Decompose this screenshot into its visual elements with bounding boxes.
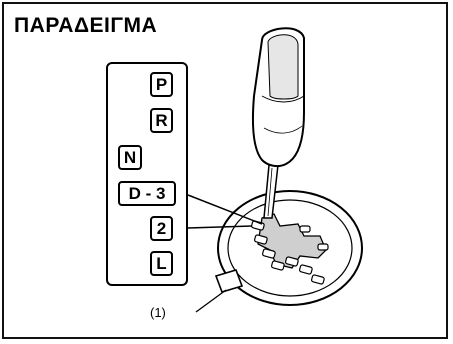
- gear-n: N: [118, 145, 142, 170]
- leader-line-2: [187, 225, 253, 229]
- shift-lever: [251, 27, 305, 219]
- callout-label: (1): [150, 305, 166, 320]
- leader-line-d3: [187, 194, 263, 225]
- page-title: ΠΑΡΑΔΕΙΓΜΑ: [14, 14, 158, 37]
- gear-p: P: [150, 72, 173, 97]
- indicator-lamp: [214, 269, 244, 293]
- gear-l: L: [150, 251, 173, 276]
- gear-2: 2: [150, 216, 173, 241]
- gear-indicator-panel: [106, 62, 188, 286]
- gear-r: R: [150, 108, 173, 133]
- shifter-base: [217, 190, 363, 306]
- callout-leader-line: [195, 289, 227, 313]
- gear-d3: D - 3: [118, 181, 176, 206]
